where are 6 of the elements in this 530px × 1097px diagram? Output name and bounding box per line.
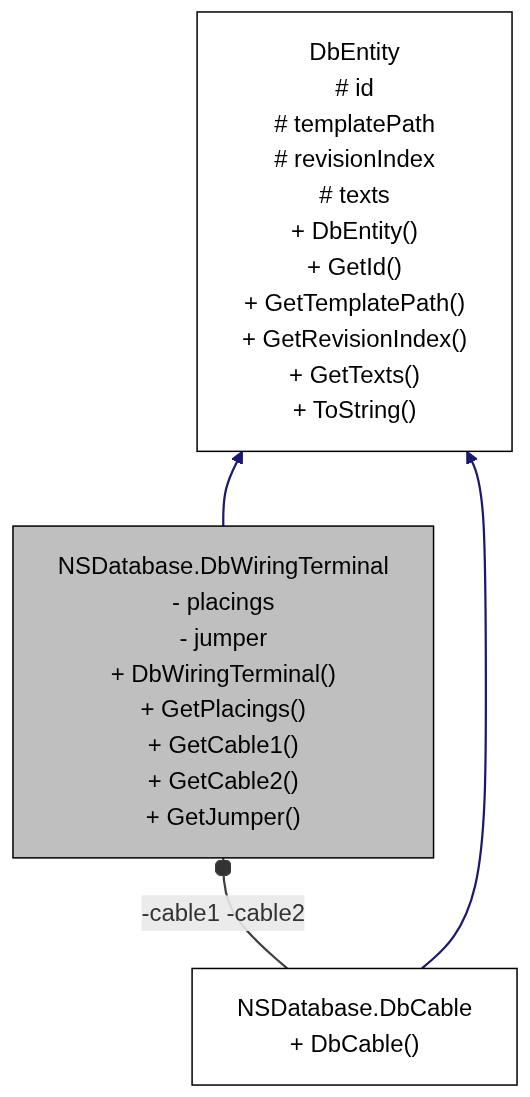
node-box: DbEntity # id # templatePath # revisionIndex # texts + DbEntity() + GetId() + GetTemplatePath() + GetRevisionIndex() + GetTexts() + ToString() — [196, 11, 513, 453]
edge-label: -cable1 -cable2 — [141, 899, 306, 926]
node-box: NSDatabase.DbWiringTerminal - placings - jumper + DbWiringTerminal() + GetPlacings() + GetCable1() + GetCable2() + GetJumper() — [12, 525, 435, 859]
arrow — [222, 450, 243, 527]
arrow — [421, 450, 487, 970]
node-box: NSDatabase.DbCable + DbCable() — [191, 967, 518, 1086]
